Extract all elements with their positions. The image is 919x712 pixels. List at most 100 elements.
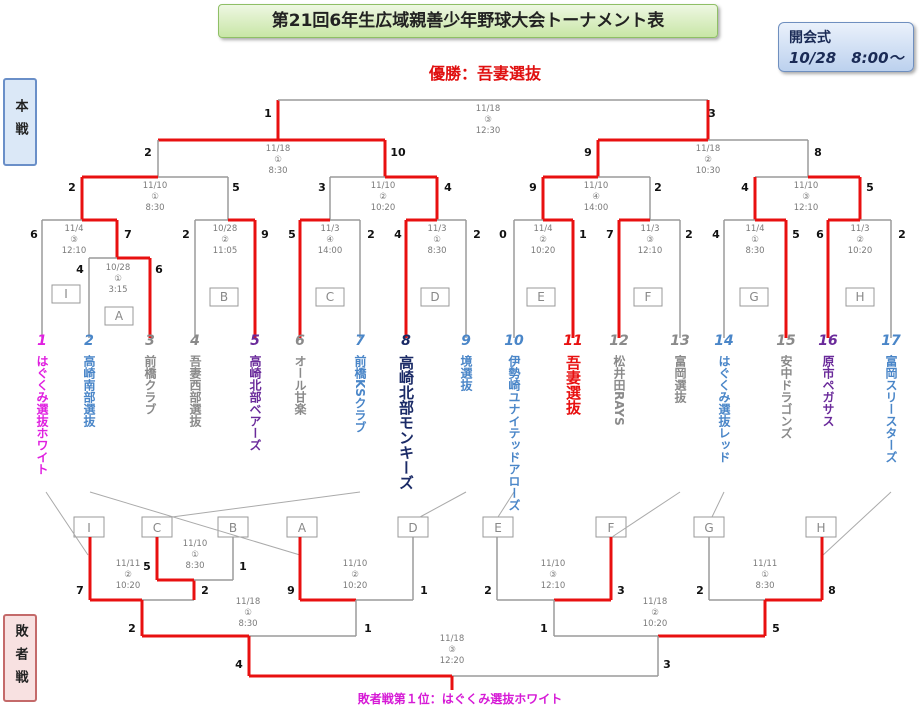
team-name: オール甘楽 bbox=[293, 355, 307, 415]
slot-box-F-label: F bbox=[645, 290, 652, 304]
match-info-l-IC: 10:20 bbox=[116, 581, 141, 591]
match-info-r1-C: 11/3 bbox=[320, 224, 339, 234]
match-info-r0-A: 10/28 bbox=[106, 263, 131, 273]
match-info-r1-I: ③ bbox=[70, 235, 78, 245]
score-label: 2 bbox=[484, 584, 492, 597]
slot-box-H bbox=[845, 287, 875, 307]
team-number: 9 bbox=[461, 333, 471, 349]
match-info-l-AD: ② bbox=[351, 570, 359, 580]
score-label: 1 bbox=[364, 622, 372, 635]
team-name: 富岡スリースターズ bbox=[884, 355, 898, 463]
slot-box-D bbox=[420, 287, 450, 307]
score-label: 1 bbox=[420, 584, 428, 597]
slot-box-F bbox=[633, 287, 663, 307]
score-label: 2 bbox=[685, 228, 693, 241]
loser-bracket-label: 敗者戦 bbox=[3, 614, 37, 702]
match-info-l-final: 12:20 bbox=[440, 656, 465, 666]
match-info-l-IC: 11/11 bbox=[116, 559, 141, 569]
drop-line-1 bbox=[171, 491, 361, 518]
score-label: 2 bbox=[367, 228, 375, 241]
slot-box-D-label: D bbox=[430, 290, 439, 304]
match-info-qf3: 14:00 bbox=[584, 203, 609, 213]
team-number: 3 bbox=[145, 333, 155, 349]
match-info-l-EF: 12:10 bbox=[541, 581, 566, 591]
team-name: 吾妻西部選抜 bbox=[188, 355, 202, 427]
match-info-qf1: 11/10 bbox=[143, 181, 168, 191]
match-info-final: ③ bbox=[484, 115, 492, 125]
match-info-r1-B: 10/28 bbox=[213, 224, 238, 234]
match-info-final: 12:30 bbox=[476, 126, 501, 136]
team-name: 境選抜 bbox=[459, 355, 473, 391]
loser-slot-I-label: I bbox=[87, 521, 91, 535]
score-label: 2 bbox=[201, 584, 209, 597]
slot-box-B bbox=[209, 287, 239, 307]
match-info-r1-D: 11/3 bbox=[427, 224, 446, 234]
score-label: 7 bbox=[606, 228, 614, 241]
drop-line-4 bbox=[611, 491, 681, 538]
drop-line-2 bbox=[419, 491, 467, 518]
match-info-r1-H: 11/3 bbox=[850, 224, 869, 234]
team-name: 松井田RAYS bbox=[612, 355, 626, 426]
opening-datetime: 10/28 8:00～ bbox=[789, 49, 904, 67]
slot-box-E bbox=[526, 287, 556, 307]
match-info-l-sf2: 10:20 bbox=[643, 619, 668, 629]
loser-winner-label: 敗者戦第１位：はぐくみ選抜ホワイト bbox=[357, 692, 563, 706]
match-info-l-CB: 8:30 bbox=[185, 561, 204, 571]
team-name: 高崎北部モンキーズ bbox=[397, 355, 415, 490]
score-label: 1 bbox=[579, 228, 587, 241]
team-number: 17 bbox=[881, 333, 901, 349]
slot-box-B-label: B bbox=[220, 290, 228, 304]
match-info-qf2: 10:20 bbox=[371, 203, 396, 213]
drop-line-3 bbox=[497, 491, 515, 518]
score-label: 3 bbox=[663, 658, 671, 671]
score-label: 4 bbox=[394, 228, 402, 241]
score-label: 3 bbox=[708, 107, 716, 120]
team-number: 4 bbox=[190, 333, 200, 349]
match-info-l-GH: 8:30 bbox=[755, 581, 774, 591]
match-info-l-IC: ② bbox=[124, 570, 132, 580]
match-info-l-CB: 11/10 bbox=[183, 539, 208, 549]
score-label: 4 bbox=[712, 228, 720, 241]
score-label: 1 bbox=[540, 622, 548, 635]
loser-slot-A bbox=[286, 516, 318, 538]
match-info-qf2: ② bbox=[379, 192, 387, 202]
match-info-r1-C: ④ bbox=[326, 235, 334, 245]
score-label: 4 bbox=[741, 181, 749, 194]
match-info-l-sf1: 8:30 bbox=[238, 619, 257, 629]
match-info-qf4: 12:10 bbox=[794, 203, 819, 213]
match-info-qf4: ③ bbox=[802, 192, 810, 202]
loser-slot-H-label: H bbox=[816, 521, 825, 535]
match-info-r1-H: 10:20 bbox=[848, 246, 873, 256]
score-label: 2 bbox=[128, 622, 136, 635]
team-number: 1 bbox=[37, 333, 47, 349]
score-label: 6 bbox=[30, 228, 38, 241]
match-info-l-sf2: 11/18 bbox=[643, 597, 668, 607]
drop-line-0 bbox=[89, 491, 301, 556]
team-name: 伊勢崎ユナイテッドアローズ bbox=[507, 355, 521, 511]
loser-slot-B-label: B bbox=[229, 521, 237, 535]
score-label: 4 bbox=[235, 658, 243, 671]
match-info-r1-F: ③ bbox=[646, 235, 654, 245]
match-info-l-final: 11/18 bbox=[440, 634, 465, 644]
match-info-qf2: 11/10 bbox=[371, 181, 396, 191]
match-info-l-CB: ① bbox=[191, 550, 199, 560]
score-label: 5 bbox=[232, 181, 240, 194]
slot-box-I-label: I bbox=[64, 287, 68, 301]
score-label: 5 bbox=[143, 560, 151, 573]
score-label: 3 bbox=[617, 584, 625, 597]
match-info-r1-B: 11:05 bbox=[213, 246, 238, 256]
loser-slot-G-label: G bbox=[704, 521, 713, 535]
match-info-qf1: 8:30 bbox=[145, 203, 164, 213]
team-number: 10 bbox=[504, 333, 524, 349]
team-number: 15 bbox=[776, 333, 796, 349]
score-label: 7 bbox=[124, 228, 132, 241]
team-name: 高崎南部選抜 bbox=[82, 355, 96, 427]
match-info-qf1: ① bbox=[151, 192, 159, 202]
team-name: はぐくみ選抜ホワイト bbox=[35, 355, 49, 475]
team-name: 富岡選抜 bbox=[673, 355, 687, 403]
score-label: 6 bbox=[816, 228, 824, 241]
team-name: 前橋KSクラブ bbox=[353, 355, 367, 433]
match-info-l-AD: 10:20 bbox=[343, 581, 368, 591]
slot-box-C-label: C bbox=[326, 290, 334, 304]
